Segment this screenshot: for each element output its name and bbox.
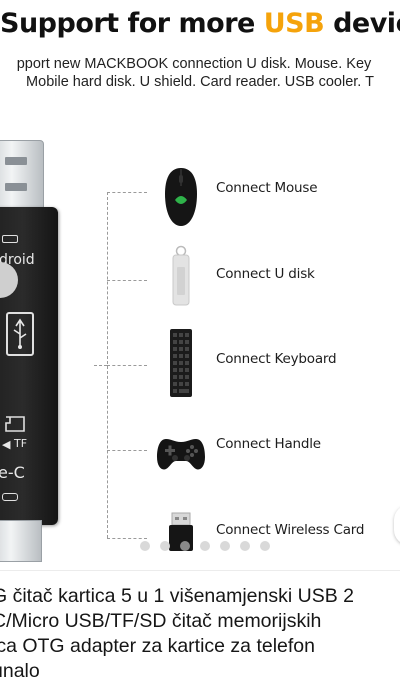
connector-branch bbox=[107, 538, 147, 539]
carousel-next-button[interactable] bbox=[394, 505, 400, 545]
item-label-handle: Connect Handle bbox=[216, 436, 321, 452]
divider bbox=[0, 570, 400, 571]
tf-slot-arrow-icon: ◀ bbox=[2, 438, 11, 451]
gamepad-icon bbox=[152, 422, 210, 484]
item-label-wireless-card: Connect Wireless Card bbox=[216, 522, 365, 538]
sd-card-icon bbox=[4, 415, 26, 437]
device-label-typec: e-C bbox=[0, 463, 25, 482]
product-image-carousel[interactable]: Support for more USB device pport new MA… bbox=[0, 0, 400, 570]
keyboard-icon bbox=[152, 329, 210, 397]
carousel-dot[interactable] bbox=[140, 541, 150, 551]
wireless-adapter-icon bbox=[152, 500, 210, 562]
connector-branch bbox=[107, 450, 147, 451]
carousel-dot[interactable] bbox=[180, 541, 190, 551]
product-title-line: unalo bbox=[0, 660, 40, 682]
carousel-dot[interactable] bbox=[160, 541, 170, 551]
carousel-dots bbox=[140, 541, 270, 551]
banner-subtitle-line2: Mobile hard disk. U shield. Card reader.… bbox=[26, 74, 374, 90]
connector-branch bbox=[107, 365, 147, 366]
usb-c-plug bbox=[0, 520, 42, 562]
carousel-dot[interactable] bbox=[260, 541, 270, 551]
item-label-keyboard: Connect Keyboard bbox=[216, 351, 337, 367]
carousel-dot[interactable] bbox=[240, 541, 250, 551]
carousel-dot[interactable] bbox=[200, 541, 210, 551]
mouse-icon bbox=[152, 166, 210, 228]
item-label-u-disk: Connect U disk bbox=[216, 266, 315, 282]
connector-stub bbox=[94, 365, 107, 366]
carousel-dot[interactable] bbox=[220, 541, 230, 551]
banner-headline: Support for more USB device bbox=[0, 8, 400, 39]
usb-a-plug bbox=[0, 140, 44, 212]
usb-stick-icon bbox=[152, 245, 210, 309]
product-title-line: ica OTG adapter za kartice za telefon bbox=[0, 635, 315, 657]
connector-branch bbox=[107, 280, 147, 281]
usb-symbol-icon bbox=[6, 312, 34, 356]
item-label-mouse: Connect Mouse bbox=[216, 180, 318, 196]
card-reader-body bbox=[0, 207, 58, 525]
micro-usb-port-icon bbox=[2, 235, 18, 243]
product-title-line: G čitač kartica 5 u 1 višenamjenski USB … bbox=[0, 585, 354, 607]
typec-port-icon bbox=[2, 493, 18, 501]
device-label-tf: TF bbox=[14, 437, 28, 450]
device-disc bbox=[0, 262, 18, 298]
product-title-line: C/Micro USB/TF/SD čitač memorijskih bbox=[0, 610, 322, 632]
connector-branch bbox=[107, 192, 147, 193]
product-title: G čitač kartica 5 u 1 višenamjenski USB … bbox=[0, 584, 400, 684]
banner-subtitle-line1: pport new MACKBOOK connection U disk. Mo… bbox=[16, 56, 372, 72]
